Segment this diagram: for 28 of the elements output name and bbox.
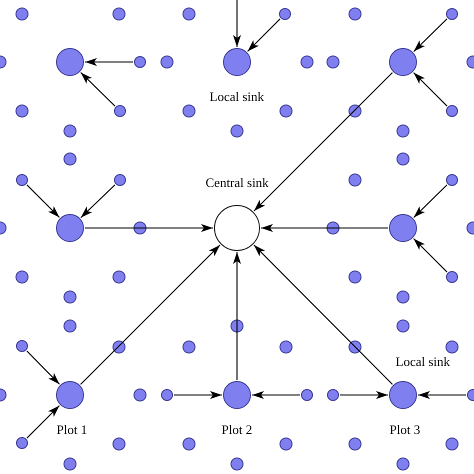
arrow	[340, 391, 388, 399]
arrow	[254, 244, 393, 385]
arrow	[252, 391, 300, 399]
node-label: Local sink	[396, 354, 450, 368]
arrow	[413, 184, 448, 218]
arrow	[174, 391, 222, 399]
arrow	[247, 18, 280, 52]
arrow	[418, 391, 466, 399]
node-label: Plot 2	[222, 422, 252, 436]
arrow	[413, 18, 448, 52]
arrow	[26, 184, 60, 218]
arrow	[254, 72, 393, 212]
arrow	[261, 224, 388, 232]
arrow	[80, 244, 220, 385]
node-label: Plot 3	[390, 422, 420, 436]
arrow	[80, 184, 116, 218]
arrow	[413, 238, 448, 272]
arrow	[413, 72, 448, 106]
arrow	[26, 350, 60, 385]
arrow	[85, 58, 133, 66]
node-label: Local sink	[210, 88, 264, 104]
node-label: Central sink	[206, 174, 269, 190]
node-label: Plot 1	[56, 422, 88, 436]
arrow	[80, 72, 116, 106]
arrow	[85, 224, 213, 232]
arrow	[26, 405, 60, 438]
arrow	[233, 252, 241, 380]
arrow	[233, 0, 241, 47]
